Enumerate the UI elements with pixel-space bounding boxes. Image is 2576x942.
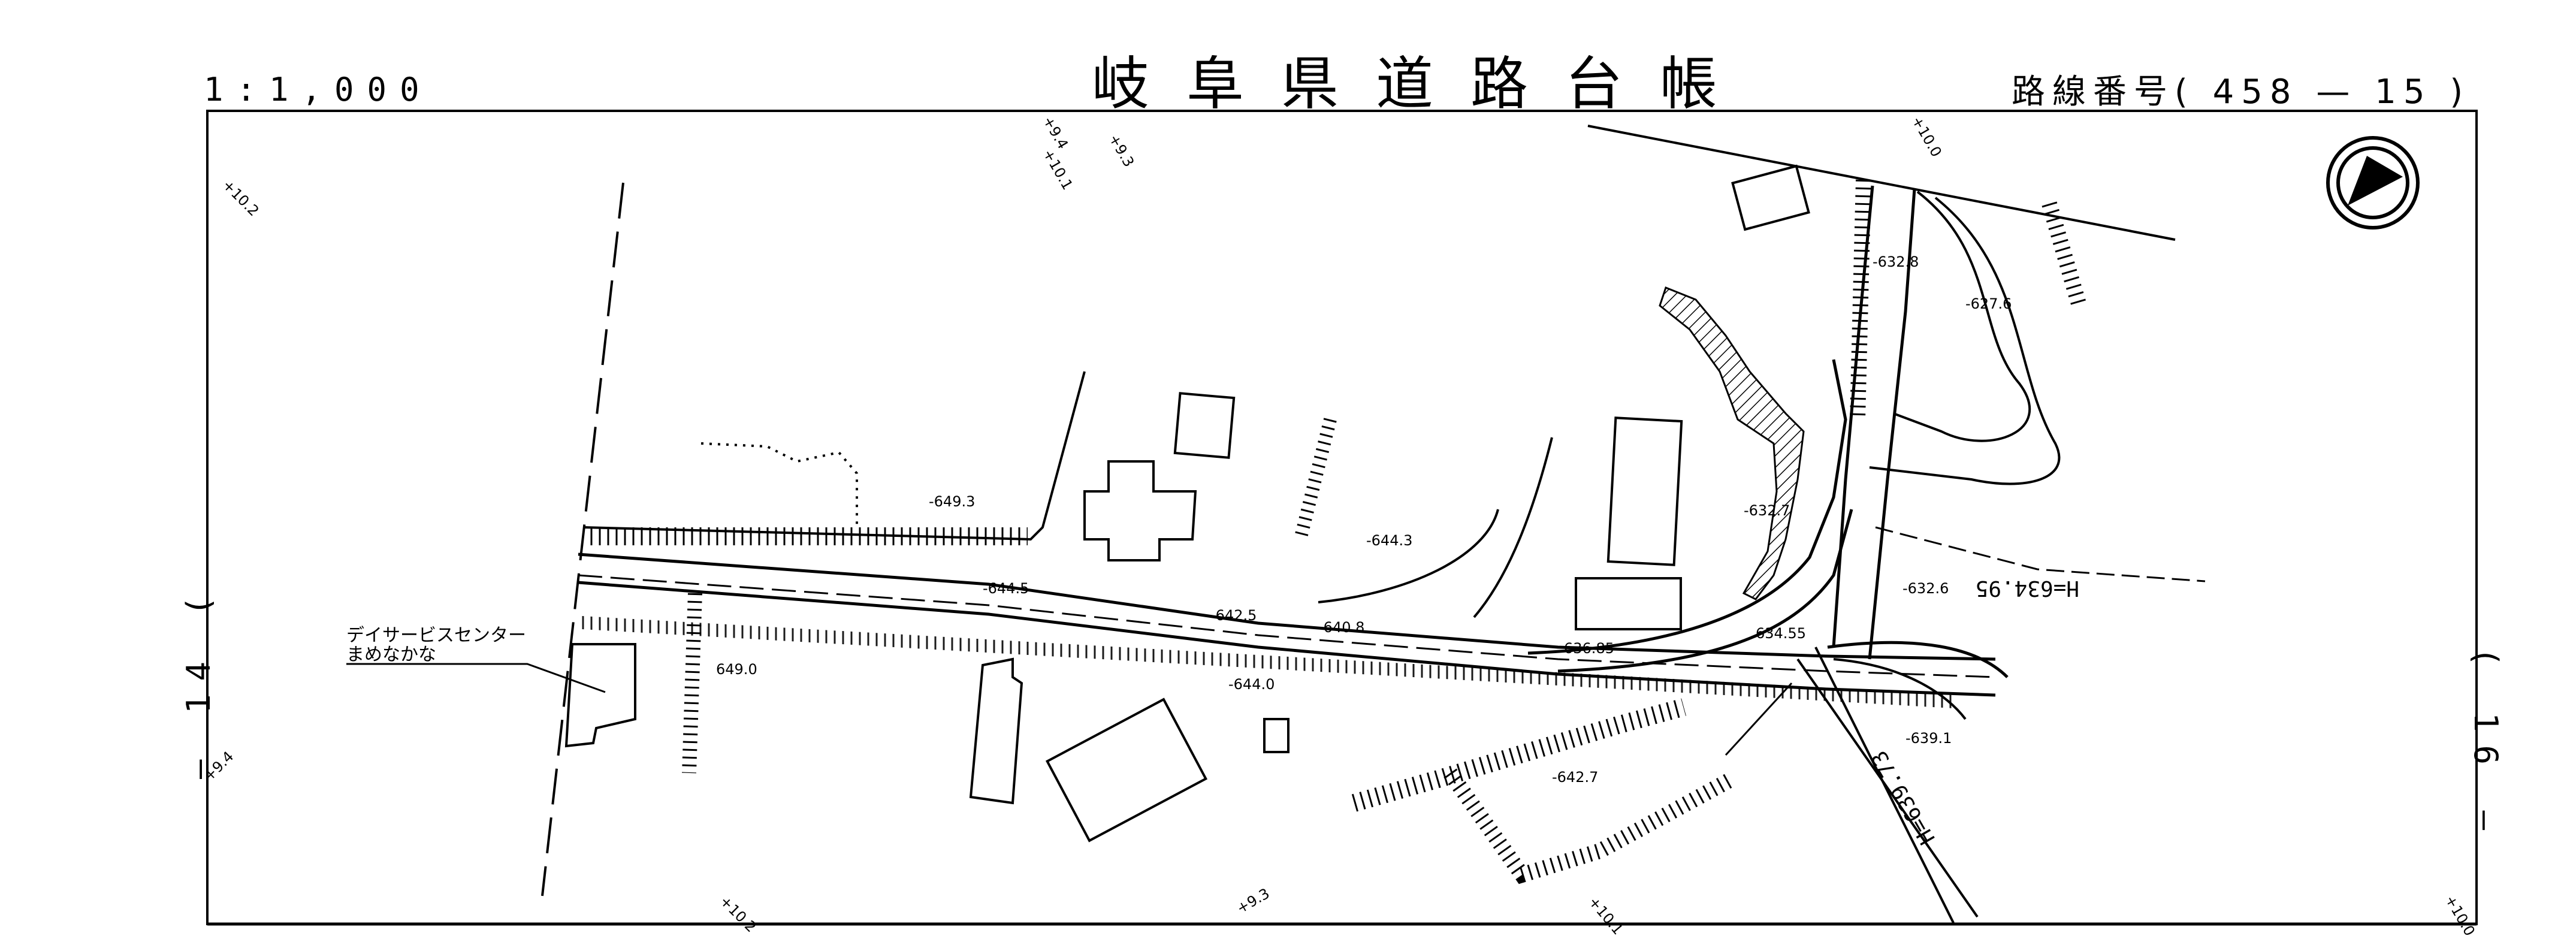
upper-edge-line: [1587, 125, 2176, 241]
building-south-long: [969, 657, 1023, 805]
stair-hatching-west: [682, 593, 702, 774]
elevation-label: 636.85: [1564, 640, 1614, 657]
map-title: 岐阜県道路台帳: [1092, 50, 1754, 117]
edge-mark: +9.3: [1106, 131, 1137, 170]
elevation-label: -644.0: [1228, 676, 1275, 693]
elevation-label: -627.6: [1965, 295, 2012, 312]
elevation-label: -639.1: [1905, 730, 1952, 747]
elevation-labels: -649.3 -644.3 -644.5 -642.5 -640.8 -644.0 649.…: [716, 253, 2012, 786]
edge-mark: +10.2: [219, 176, 262, 219]
edge-mark: +10.1: [1040, 146, 1076, 193]
building-daycare-center: [564, 643, 636, 748]
elevation-label: -632.8: [1873, 253, 1919, 270]
elevation-label: 634.55: [1756, 625, 1806, 642]
height-label: H=639.73: [1867, 746, 1940, 849]
facility-name-line2: まめなかな: [346, 644, 436, 665]
north-road-edge-2: [1868, 188, 1916, 660]
edge-marks-group: +9.3 +9.4 +10.0 +10.1 +10.2 +9.4 +9.3 +10.1 +10.…: [200, 113, 2478, 939]
building-north-corner: [1731, 164, 1810, 231]
diagonal-road-2: [1814, 647, 1955, 923]
edge-mark: +10.2: [717, 892, 760, 935]
facility-name-line1: デイサービスセンター: [346, 625, 526, 646]
elevation-label: -644.3: [1366, 532, 1412, 549]
elevation-label: -632.6: [1902, 580, 1949, 597]
elevation-label: -642.5: [1210, 607, 1257, 624]
edge-mark: +9.3: [1234, 885, 1272, 917]
elevation-label: 649.0: [716, 661, 757, 678]
curved-lane-mid: [1318, 509, 1499, 603]
east-branch-road-2: [1833, 658, 1967, 720]
building-small-south: [1263, 718, 1289, 753]
building-east-tall: [1606, 416, 1683, 566]
elevation-label: -649.3: [929, 493, 975, 510]
diagonal-road-3: [1725, 682, 1793, 756]
north-road-edge-1: [1832, 185, 1874, 648]
building-east-wide: [1575, 577, 1682, 630]
stair-hatching-mid: [1294, 418, 1337, 541]
route-sheet: 15: [2375, 73, 2432, 111]
diagonal-road-1: [1796, 658, 1979, 918]
dotted-parcel-line: [700, 442, 858, 527]
height-labels: H=634.95H=639.73: [1867, 576, 2079, 849]
route-number: 458: [2212, 73, 2299, 111]
building-small-square: [1173, 392, 1236, 459]
elevation-label: -642.7: [1552, 769, 1598, 786]
building-diamond: [1045, 698, 1208, 843]
outer-loop-road: [1869, 197, 2061, 485]
retaining-wall-hatched: [1659, 286, 1805, 600]
property-line-north: [584, 371, 1086, 541]
height-label: H=634.95: [1976, 576, 2079, 600]
dashed-boundary-left: [541, 182, 624, 896]
east-branch-road-1: [1827, 641, 2009, 678]
route-open: (: [2175, 73, 2195, 111]
facility-leader-line: [346, 663, 606, 693]
stair-hatching-south-2: [1443, 768, 1736, 884]
north-arrow-icon: [2326, 136, 2420, 230]
route-close: ): [2450, 73, 2471, 111]
road-centerline: [578, 574, 1996, 678]
edge-mark: +10.0: [2442, 892, 2478, 939]
curved-loop-road: [1893, 191, 2031, 442]
east-road-edge-2: [1557, 509, 1853, 673]
elevation-label: -644.5: [983, 580, 1029, 597]
edge-mark: +10.1: [1585, 893, 1626, 938]
elevation-label: -632.7: [1744, 502, 1790, 519]
route-label: 路線番号: [2012, 73, 2175, 111]
curved-lane-east: [1473, 437, 1553, 618]
edge-mark: +9.4: [1040, 113, 1071, 152]
edge-mark: +9.4: [200, 748, 237, 784]
map-scale: 1:1,000: [204, 71, 433, 108]
road-edge-north: [578, 552, 1996, 661]
roadside-hatch-south: [578, 615, 1956, 709]
north-road-hatch: [1850, 179, 1871, 420]
stair-hatching-south: [1351, 698, 1686, 812]
parcel-line-east: [1875, 526, 2206, 582]
elevation-label: -640.8: [1318, 619, 1364, 636]
roadside-hatch-north: [590, 527, 1028, 545]
east-road-edge-1: [1527, 359, 1847, 655]
route-number-label: 路線番号( 458 — 15 ): [2012, 65, 2470, 113]
route-dash: —: [2316, 73, 2357, 111]
edge-mark: +10.0: [1908, 113, 1945, 160]
building-cross-shape: [1083, 460, 1197, 561]
